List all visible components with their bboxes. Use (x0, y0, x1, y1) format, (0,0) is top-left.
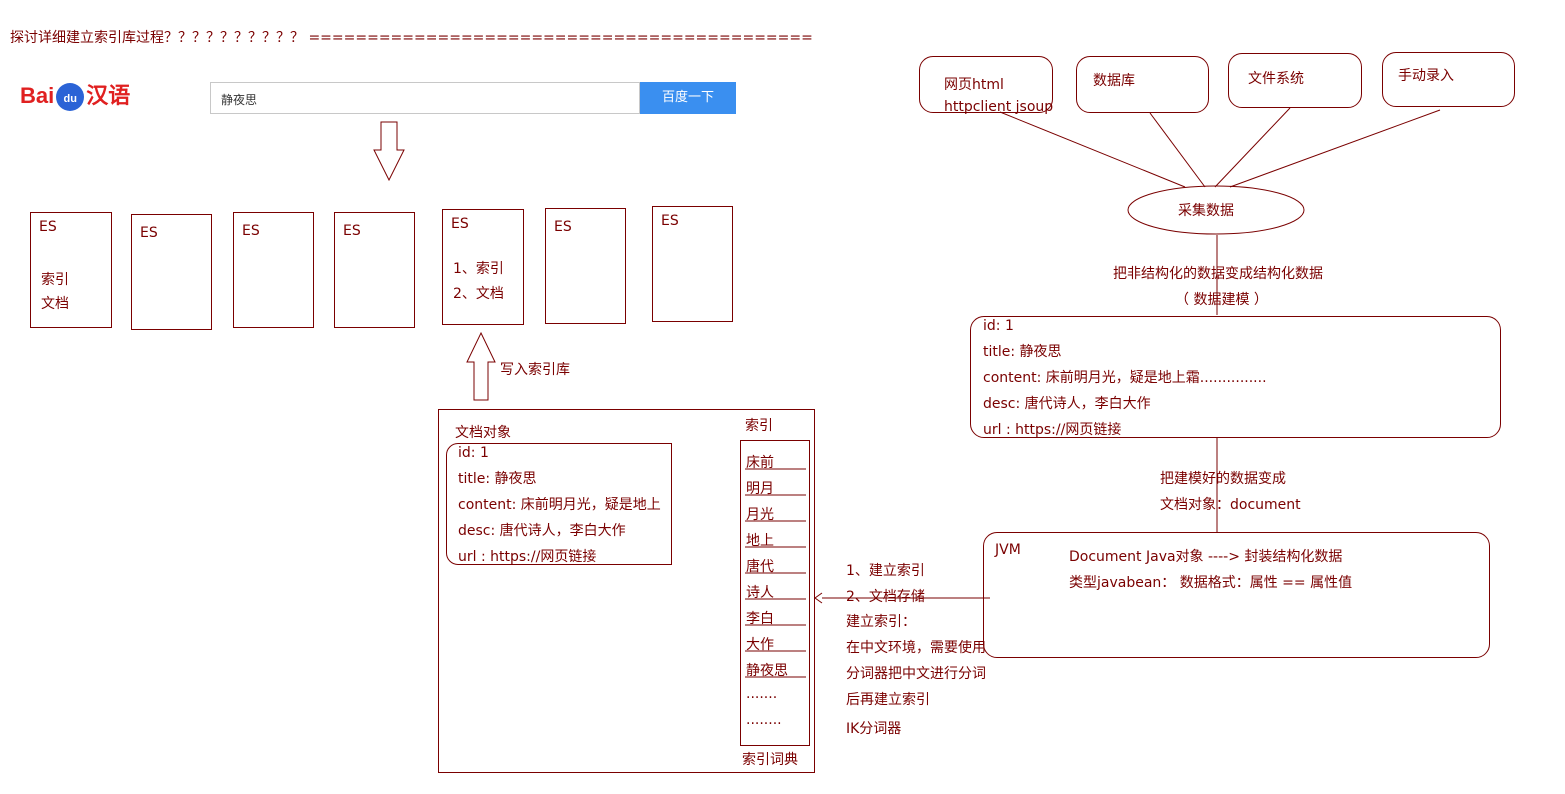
jvm-line-1: Document Java对象 ----> 封装结构化数据 (1069, 549, 1343, 565)
index-term: 诗人 (746, 585, 774, 601)
es-label: ES (242, 223, 260, 239)
es-node-4: ES (334, 212, 415, 328)
model-field: url : https://网页链接 (983, 422, 1122, 438)
index-term: 静夜思 (746, 663, 788, 679)
model-field: content: 床前明月光，疑是地上霜............... (983, 370, 1267, 386)
step-line: 1、建立索引 (846, 563, 925, 579)
source-web-line2: httpclient jsoup (944, 99, 1054, 115)
doc-field: content: 床前明月光，疑是地上 (458, 497, 661, 513)
step-line: 在中文环境，需要使用 (846, 640, 986, 656)
index-term: 唐代 (746, 559, 774, 575)
source-line-2 (1149, 112, 1206, 188)
jvm-label: JVM (995, 542, 1021, 558)
es-label: ES (451, 216, 469, 232)
es-line: 2、文档 (453, 286, 504, 302)
index-section-label: 索引 (745, 418, 773, 434)
step-line: 后再建立索引 (846, 692, 930, 708)
doc-field: id: 1 (458, 445, 489, 461)
index-terms-box (740, 440, 810, 746)
source-box-db (1076, 56, 1209, 113)
jvm-line-2: 类型javabean： 数据格式：属性 == 属性值 (1069, 575, 1353, 591)
doc-fields-box (446, 443, 672, 565)
step-line: 2、文档存储 (846, 589, 925, 605)
paw-icon: du (56, 83, 85, 112)
source-box-web (919, 56, 1053, 113)
index-term: ....... (746, 686, 778, 702)
index-term: 地上 (746, 533, 774, 549)
index-term: 床前 (746, 455, 774, 471)
source-db: 数据库 (1093, 73, 1135, 89)
logo-text: Bai (20, 83, 55, 108)
index-footer: 索引词典 (742, 752, 798, 768)
es-label: ES (554, 219, 572, 235)
doc-field: desc: 唐代诗人，李白大作 (458, 523, 626, 539)
doc-field: url : https://网页链接 (458, 549, 597, 565)
es-line: 文档 (41, 296, 69, 312)
model-field: title: 静夜思 (983, 344, 1062, 360)
es-line: 1、索引 (453, 261, 504, 277)
es-node-3: ES (233, 212, 314, 328)
doc-index-box (438, 409, 815, 773)
model-field: id: 1 (983, 318, 1014, 334)
source-line-4 (1229, 109, 1441, 188)
es-node-6: ES (545, 208, 626, 324)
down-arrow-icon (373, 121, 405, 182)
model-box (970, 316, 1501, 438)
source-manual: 手动录入 (1398, 68, 1454, 84)
search-input[interactable]: 静夜思 (210, 82, 640, 114)
es-node-5: ES 1、索引 2、文档 (442, 209, 524, 325)
doc-field: title: 静夜思 (458, 471, 537, 487)
source-box-fs (1228, 53, 1362, 108)
doc-section-label: 文档对象 (455, 425, 511, 441)
index-term: ........ (746, 712, 782, 728)
es-line: 索引 (41, 272, 69, 288)
es-label: ES (140, 225, 158, 241)
es-label: ES (661, 213, 679, 229)
step-line: 分词器把中文进行分词 (846, 666, 986, 682)
source-fs: 文件系统 (1248, 71, 1304, 87)
source-web-line1: 网页html (944, 77, 1004, 93)
es-node-2: ES (131, 214, 212, 330)
convert-sub-label: 文档对象：document (1160, 497, 1301, 513)
index-term-underlines (745, 468, 806, 678)
es-node-7: ES (652, 206, 733, 322)
es-label: ES (39, 219, 57, 235)
source-line-1 (999, 111, 1186, 188)
step-line: IK分词器 (846, 721, 902, 737)
collect-ellipse (1127, 185, 1305, 235)
up-arrow-icon (466, 331, 496, 401)
page-title: 探讨详细建立索引库过程？？？？？？？？？？ ==================… (10, 30, 813, 46)
jvm-box (983, 532, 1490, 658)
step-line: 建立索引： (846, 614, 916, 630)
es-label: ES (343, 223, 361, 239)
write-label: 写入索引库 (500, 362, 570, 378)
source-line-3 (1214, 107, 1291, 188)
index-term: 李白 (746, 611, 774, 627)
model-field: desc: 唐代诗人，李白大作 (983, 396, 1151, 412)
es-node-1: ES 索引 文档 (30, 212, 112, 328)
source-box-manual (1382, 52, 1515, 107)
transform-label: 把非结构化的数据变成结构化数据 (1113, 266, 1323, 282)
logo-suffix: 汉语 (86, 83, 131, 108)
index-term: 明月 (746, 481, 774, 497)
convert-label: 把建模好的数据变成 (1160, 471, 1286, 487)
transform-sub-label: （ 数据建模 ） (1175, 292, 1268, 308)
index-term: 大作 (746, 637, 774, 653)
index-term: 月光 (746, 507, 774, 523)
collect-label: 采集数据 (1178, 203, 1234, 219)
left-arrow-icon (814, 592, 823, 604)
search-button[interactable]: 百度一下 (640, 82, 736, 114)
